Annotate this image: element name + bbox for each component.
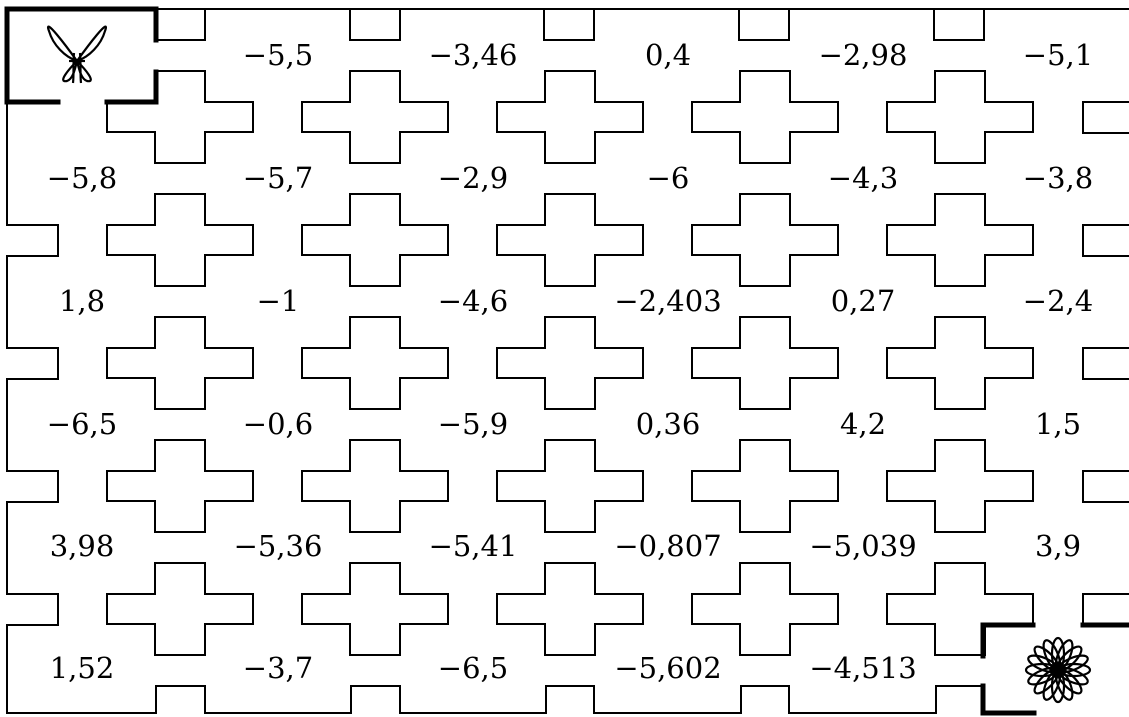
cell-value: −5,1 — [1023, 38, 1093, 72]
plus-wall — [691, 439, 839, 533]
plus-wall — [106, 316, 254, 410]
cell-value: −4,6 — [438, 284, 508, 318]
flower-icon — [1024, 636, 1092, 704]
plus-wall — [106, 562, 254, 656]
bottom-edge-notch — [935, 685, 985, 714]
plus-wall — [886, 439, 1034, 533]
plus-wall — [496, 70, 644, 164]
bottom-edge-notch — [545, 685, 595, 714]
bottom-edge-notch — [740, 685, 790, 714]
goal-box — [980, 622, 1129, 716]
bottom-edge-notch — [155, 685, 206, 714]
cell-value: 0,27 — [831, 284, 896, 318]
plus-wall — [886, 316, 1034, 410]
right-edge-notch — [1082, 347, 1129, 380]
cell-value: −3,7 — [243, 651, 313, 685]
right-edge-notch — [1082, 470, 1129, 503]
bottom-edge-notch — [350, 685, 401, 714]
cell-value: 3,98 — [50, 529, 115, 563]
plus-wall — [301, 193, 449, 287]
cell-value: 0,4 — [645, 38, 691, 72]
plus-wall — [106, 193, 254, 287]
maze-walls — [6, 8, 1129, 714]
cell-value: 3,9 — [1035, 529, 1081, 563]
cell-value: −5,039 — [809, 529, 916, 563]
plus-wall — [301, 562, 449, 656]
plus-wall — [106, 439, 254, 533]
plus-wall — [301, 316, 449, 410]
cell-value: −5,5 — [243, 38, 313, 72]
plus-wall — [496, 316, 644, 410]
cell-value: −5,8 — [47, 161, 117, 195]
cell-value: 0,36 — [636, 407, 701, 441]
cell-value: 1,8 — [59, 284, 105, 318]
top-edge-notch — [738, 8, 790, 41]
right-edge-notch — [1082, 224, 1129, 257]
cell-value: −0,6 — [243, 407, 313, 441]
top-edge-notch — [543, 8, 595, 41]
top-edge-notch — [933, 8, 985, 41]
cell-value: −5,41 — [429, 529, 518, 563]
cell-value: 1,5 — [1035, 407, 1081, 441]
start-box — [4, 6, 159, 105]
plus-wall — [691, 193, 839, 287]
right-edge-notch — [1082, 593, 1129, 626]
plus-wall — [886, 193, 1034, 287]
plus-wall — [496, 562, 644, 656]
cell-value: −2,98 — [819, 38, 908, 72]
plus-wall — [691, 316, 839, 410]
plus-wall — [301, 70, 449, 164]
plus-wall — [301, 439, 449, 533]
left-edge — [6, 101, 59, 714]
maze-cells: −5,5 −3,46 0,4 −2,98 −5,1 −5,8 −5,7 −2,9 −6 −4,3 −… — [47, 38, 1093, 685]
cell-value: −4,513 — [809, 651, 916, 685]
plus-wall — [691, 70, 839, 164]
cell-value: −5,36 — [234, 529, 323, 563]
plus-wall — [691, 562, 839, 656]
cell-value: −6,5 — [438, 651, 508, 685]
plus-wall — [886, 562, 1034, 656]
plus-wall — [496, 439, 644, 533]
cell-value: −3,8 — [1023, 161, 1093, 195]
cell-value: −2,403 — [614, 284, 721, 318]
plus-wall — [106, 70, 254, 164]
plus-wall — [886, 70, 1034, 164]
cell-value: −0,807 — [614, 529, 721, 563]
top-edge-notch — [349, 8, 401, 41]
flower-petal — [1042, 639, 1062, 672]
cell-value: −6,5 — [47, 407, 117, 441]
top-edge-notch — [154, 8, 206, 41]
cell-value: −5,9 — [438, 407, 508, 441]
cell-value: −6 — [647, 161, 690, 195]
cell-value: 1,52 — [50, 651, 115, 685]
cell-value: −1 — [257, 284, 300, 318]
butterfly-icon — [46, 25, 108, 84]
cell-value: −2,9 — [438, 161, 508, 195]
cell-value: −5,7 — [243, 161, 313, 195]
cell-value: −5,602 — [614, 651, 721, 685]
cell-value: −2,4 — [1023, 284, 1093, 318]
right-edge-notch — [1082, 101, 1129, 134]
cell-value: 4,2 — [840, 407, 886, 441]
cell-value: −4,3 — [828, 161, 898, 195]
plus-wall — [496, 193, 644, 287]
cell-value: −3,46 — [429, 38, 518, 72]
